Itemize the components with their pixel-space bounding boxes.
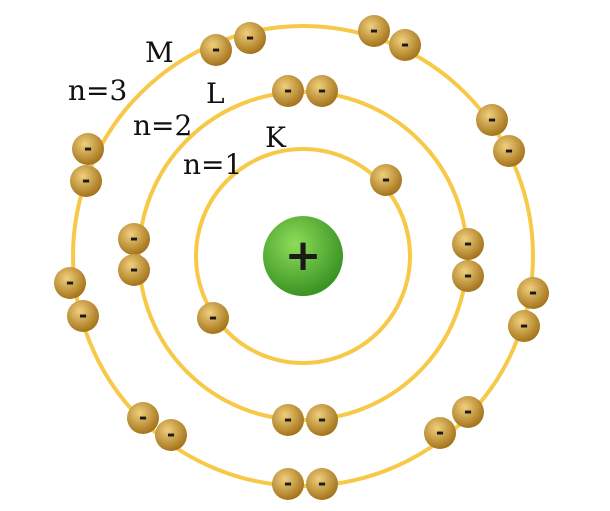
electron-m-3: - [358,15,390,47]
electron-body [306,404,338,436]
electron-body [70,165,102,197]
electron-body [424,417,456,449]
electron-body [155,419,187,451]
electron-body [306,75,338,107]
electron-l-7: - [272,404,304,436]
electron-sign: - [79,303,87,327]
electron-sign: - [167,422,175,446]
electron-l-1: - [272,75,304,107]
shell-label-l-n: n=2 [133,109,192,142]
electron-m-7: - [72,133,104,165]
electron-m-18: - [306,468,338,500]
electron-k-1: - [370,164,402,196]
electron-m-4: - [389,29,421,61]
electron-m-17: - [272,468,304,500]
electron-sign: - [464,263,472,287]
electron-body [234,22,266,54]
electron-sign: - [209,305,217,329]
electron-m-12: - [508,310,540,342]
electron-body [517,277,549,309]
electron-m-1: - [200,34,232,66]
shell-label-k-letter: K [265,121,287,154]
electron-sign: - [520,313,528,337]
electron-sign: - [401,32,409,56]
electron-body [452,396,484,428]
electron-sign: - [488,107,496,131]
electron-body [358,15,390,47]
electron-body [200,34,232,66]
electron-body [54,267,86,299]
shell-label-m-letter: M [145,36,174,69]
electron-m-14: - [155,419,187,451]
nucleus-circle [263,216,343,296]
electron-sign: - [139,405,147,429]
electron-m-2: - [234,22,266,54]
electron-m-6: - [493,135,525,167]
electron-m-11: - [517,277,549,309]
electron-body [272,468,304,500]
shell-label-m-n: n=3 [68,74,127,107]
electron-body [197,302,229,334]
electron-sign: - [370,18,378,42]
nucleus: + [263,216,343,296]
electron-sign: - [382,167,390,191]
electron-body [127,402,159,434]
electron-sign: - [84,136,92,160]
electron-l-8: - [306,404,338,436]
electron-body [72,133,104,165]
electron-m-13: - [127,402,159,434]
electron-sign: - [130,257,138,281]
electrons-layer: ---------------------------- [54,15,549,500]
electron-sign: - [284,78,292,102]
electron-body [452,260,484,292]
electron-sign: - [212,37,220,61]
electron-body [272,404,304,436]
electron-sign: - [318,471,326,495]
electron-sign: - [464,231,472,255]
electron-body [476,104,508,136]
electron-m-15: - [452,396,484,428]
electron-body [272,75,304,107]
electron-body [306,468,338,500]
electron-m-9: - [54,267,86,299]
electron-sign: - [318,78,326,102]
electron-sign: - [505,138,513,162]
electron-sign: - [284,471,292,495]
electron-body [508,310,540,342]
electron-sign: - [436,420,444,444]
electron-sign: - [318,407,326,431]
electron-body [118,223,150,255]
electron-l-6: - [452,260,484,292]
electron-sign: - [529,280,537,304]
electron-m-8: - [70,165,102,197]
shell-label-k-n: n=1 [183,148,242,181]
electron-body [67,300,99,332]
shell-label-l-letter: L [206,77,225,110]
electron-sign: - [82,168,90,192]
electron-body [370,164,402,196]
electron-body [452,228,484,260]
electron-m-10: - [67,300,99,332]
electron-body [493,135,525,167]
electron-l-4: - [118,254,150,286]
electron-sign: - [246,25,254,49]
electron-sign: - [66,270,74,294]
orbit-k [194,147,412,365]
electron-sign: - [284,407,292,431]
electron-m-16: - [424,417,456,449]
nucleus-sign: + [285,230,322,281]
electron-l-5: - [452,228,484,260]
electron-body [389,29,421,61]
electron-m-5: - [476,104,508,136]
electron-sign: - [464,399,472,423]
electron-body [118,254,150,286]
electron-l-3: - [118,223,150,255]
electron-sign: - [130,226,138,250]
electron-l-2: - [306,75,338,107]
electron-k-2: - [197,302,229,334]
